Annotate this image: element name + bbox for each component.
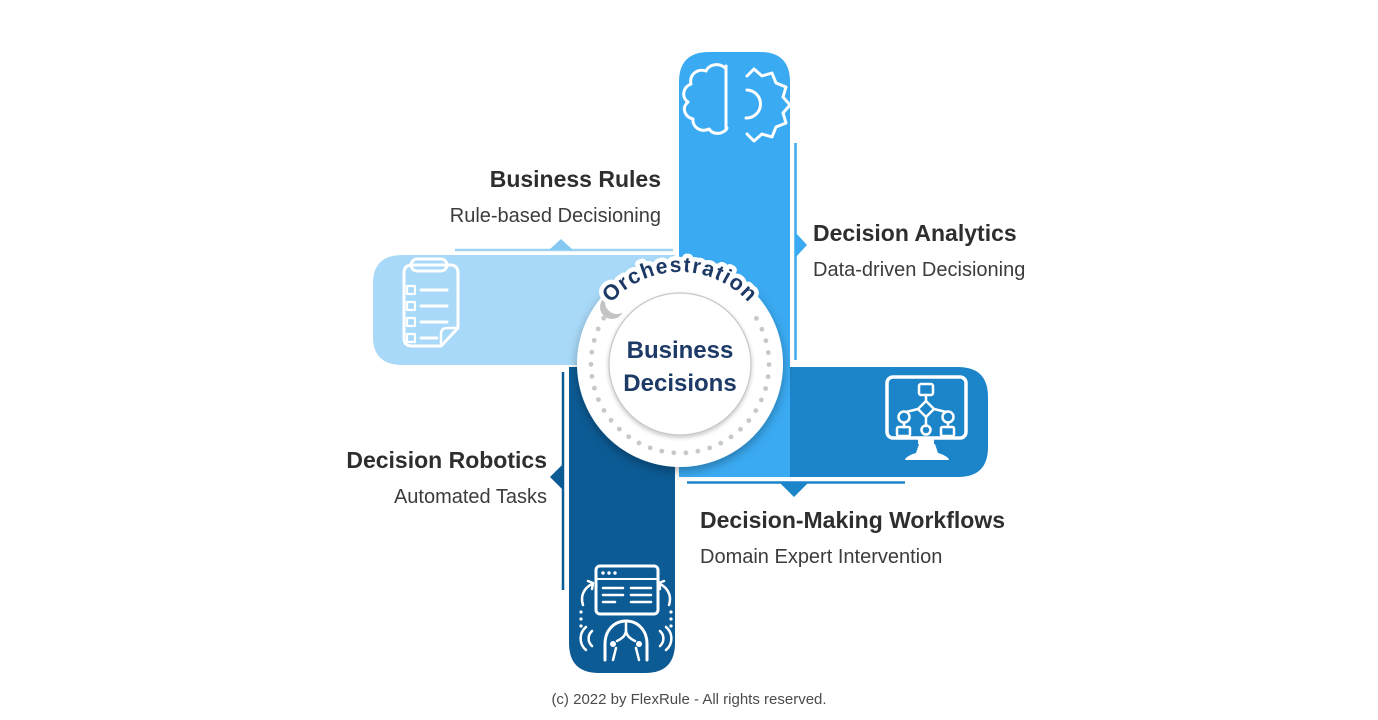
ring-dot (589, 374, 595, 379)
ring-dot (592, 385, 597, 391)
decision-workflows-title: Decision-Making Workflows (700, 507, 1006, 533)
hub-inner-circle (608, 292, 752, 436)
hub-title-line1: Business (626, 337, 734, 364)
ring-dot (589, 349, 595, 355)
ring-dot (608, 417, 614, 423)
decision-analytics-title: Decision Analytics (813, 220, 1017, 246)
ring-dot (759, 397, 764, 403)
ring-dot (683, 450, 689, 456)
ring-dot (601, 408, 607, 413)
ring-dot (759, 326, 765, 332)
business-rules-title: Business Rules (489, 166, 661, 192)
decision-analytics-subtitle: Data-driven Decisioning (813, 259, 1026, 281)
ring-dot (707, 445, 712, 451)
ring-dot (601, 315, 607, 321)
hub-title: Business Decisions (570, 334, 790, 400)
ring-dot (671, 450, 677, 456)
ring-dot (765, 350, 771, 355)
hub-title-line2: Decisions (623, 370, 737, 397)
brain-gear-icon (682, 63, 792, 143)
ring-dot (595, 326, 601, 332)
robotics-arrow-icon (550, 464, 563, 490)
analytics-arrow-icon (795, 232, 807, 258)
ring-dot (616, 426, 622, 432)
ring-dot (728, 434, 734, 440)
workflows-arrow-icon (780, 483, 808, 497)
ring-dot (738, 426, 743, 432)
label-decision-analytics: Decision Analytics Data-driven Decisioni… (813, 217, 1025, 283)
ring-dot (626, 434, 632, 440)
ring-dot (753, 408, 759, 413)
business-rules-subtitle: Rule-based Decisioning (449, 205, 661, 227)
hub-crescent-cut (605, 290, 629, 314)
decision-robotics-subtitle: Automated Tasks (393, 486, 547, 508)
copyright-footer: (c) 2022 by FlexRule - All rights reserv… (551, 691, 827, 708)
ring-dot (718, 440, 724, 446)
ring-dot (766, 362, 772, 367)
robot-icon (579, 564, 673, 662)
ring-dot (636, 440, 642, 446)
dotted-ring (588, 315, 772, 456)
ring-dot (763, 386, 768, 391)
ring-dot (647, 445, 653, 451)
ring-dot (695, 448, 701, 454)
label-business-rules: Business Rules Rule-based Decisioning (450, 163, 661, 229)
ring-dot (588, 361, 594, 367)
ring-dot (591, 338, 597, 343)
ring-dot (659, 448, 665, 454)
ring-dot (596, 397, 601, 402)
checklist-icon (402, 257, 460, 348)
label-decision-workflows: Decision-Making Workflows Domain Expert … (700, 504, 1005, 570)
workflow-monitor-icon (885, 375, 968, 460)
decision-robotics-title: Decision Robotics (346, 447, 547, 473)
ring-dot (754, 316, 759, 321)
rules-arrow-icon (549, 239, 573, 250)
ring-dot (765, 374, 771, 380)
decision-workflows-subtitle: Domain Expert Intervention (700, 546, 943, 568)
label-decision-robotics: Decision Robotics Automated Tasks (346, 444, 547, 510)
ring-dot (763, 338, 769, 344)
ring-dot (746, 418, 752, 423)
